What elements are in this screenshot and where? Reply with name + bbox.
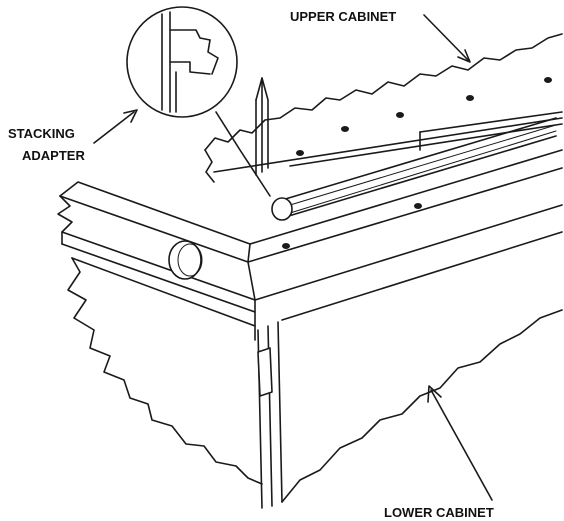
label-arrows [93,14,493,501]
upper-cabinet-panel [204,33,563,183]
rivet-icon [414,203,422,209]
upper-cabinet-label: UPPER CABINET [290,9,397,24]
rivet-icon [466,95,474,101]
upper-cabinet-corner-post [255,77,269,176]
stacking-adapter-arrow-icon [93,111,135,144]
lower-cabinet-body [67,231,563,509]
rail-end-cap-icon [271,197,293,221]
stacking-adapter-detail-inset [126,6,271,197]
upper-cabinet-arrow-icon [423,14,469,61]
rivet-icon [296,150,304,156]
lower-cabinet-arrow-icon [430,389,493,501]
rivet-icon [544,77,552,83]
stacking-adapter-label-line2: ADAPTER [22,148,85,163]
rivet-icon [396,112,404,118]
lower-cabinet-top [57,149,563,341]
stacking-adapter-rail [271,117,557,249]
rivet-icon [282,243,290,249]
control-knob-icon [168,240,203,280]
door-handle-icon [257,347,273,397]
rivet-icon [341,126,349,132]
stacking-adapter-label-line1: STACKING [8,126,75,141]
lower-cabinet-label: LOWER CABINET [384,505,494,520]
